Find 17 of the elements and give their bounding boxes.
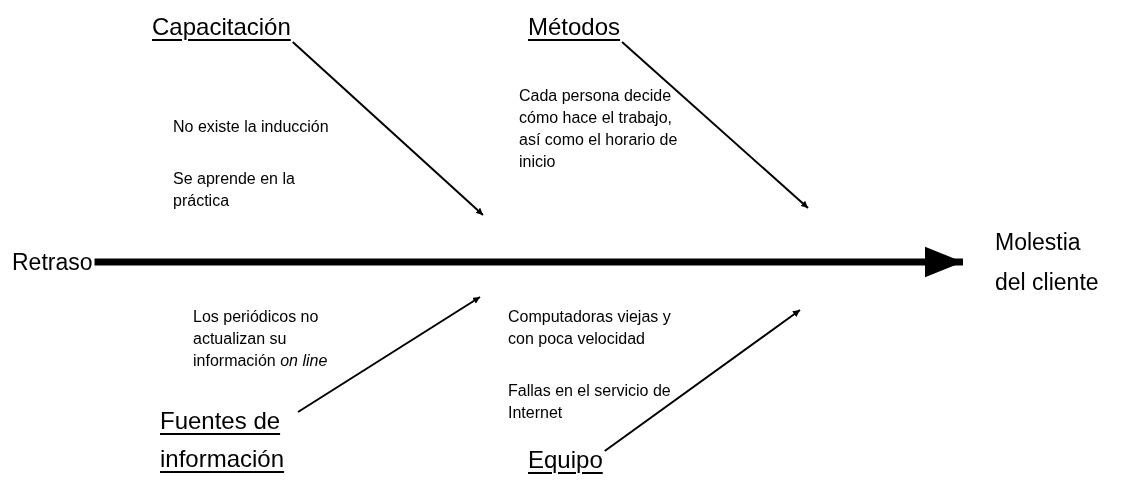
category-heading: Capacitación: [152, 8, 291, 46]
category-heading: Métodos: [528, 8, 621, 46]
cause-text: Cada persona decide cómo hace el trabajo, así como el horario de inicio: [519, 86, 679, 172]
arrow: [94, 246, 963, 278]
effect-label: Retraso: [12, 242, 93, 282]
cause-text: Los periódicos no actualizan su información on line: [193, 307, 329, 371]
cause-text: Fallas en el servicio de Internet: [508, 381, 672, 423]
effect-label: Molestia del cliente: [995, 222, 1115, 302]
arrow: [291, 41, 484, 216]
cause-text: Se aprende en la práctica: [173, 169, 296, 211]
arrow: [621, 41, 809, 209]
cause-text: No existe la inducción: [173, 117, 330, 137]
category-heading: Equipo: [528, 441, 603, 479]
cause-text: Computadoras viejas y con poca velocidad: [508, 307, 672, 349]
arrow: [603, 309, 801, 452]
category-heading: Fuentes de información: [160, 402, 296, 478]
arrow: [297, 296, 481, 413]
